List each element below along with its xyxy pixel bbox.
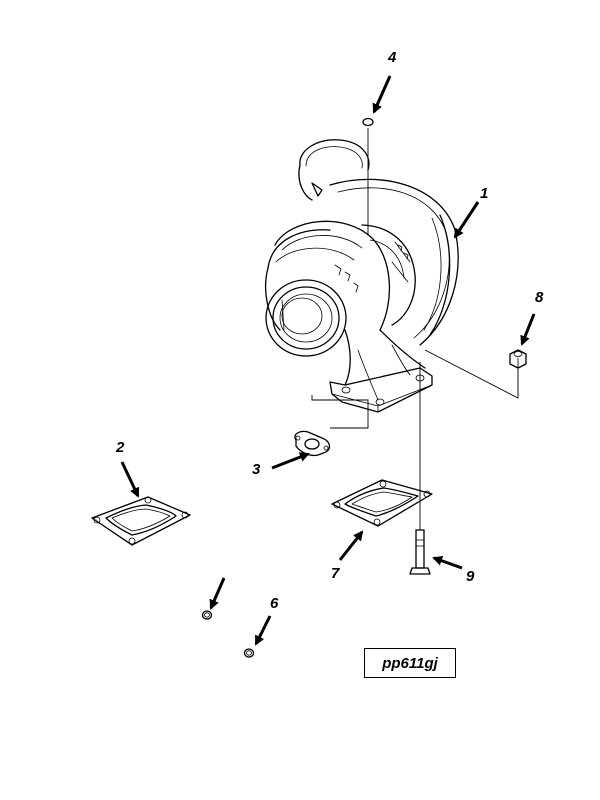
nut-part-8 xyxy=(509,349,527,369)
arrow-5 xyxy=(209,577,226,610)
arrow-6 xyxy=(254,615,272,646)
gasket-part-3 xyxy=(294,430,331,457)
callout-label-9: 9 xyxy=(466,568,475,585)
callout-label-7: 7 xyxy=(331,565,340,582)
turbocharger-part-1 xyxy=(265,139,459,413)
gasket-part-7 xyxy=(331,479,433,527)
arrow-2 xyxy=(120,461,140,498)
o-ring-part-6 xyxy=(243,648,255,658)
arrow-4 xyxy=(372,75,392,114)
gasket-part-2 xyxy=(91,496,191,546)
o-ring-part-4 xyxy=(362,117,374,127)
arrow-1 xyxy=(453,201,480,239)
reference-code-text: pp611gj xyxy=(382,654,438,672)
callout-labels: 1 2 3 4 6 7 8 9 xyxy=(115,49,544,612)
callout-arrows xyxy=(120,75,536,646)
stud-part-9 xyxy=(409,529,431,575)
callout-label-1: 1 xyxy=(480,185,488,202)
figure-reference-code: pp611gj xyxy=(364,648,456,678)
callout-label-4: 4 xyxy=(387,49,397,66)
callout-label-2: 2 xyxy=(115,439,125,456)
callout-label-8: 8 xyxy=(535,289,544,306)
o-ring-part-5 xyxy=(201,610,213,620)
arrow-7 xyxy=(338,530,364,561)
callout-label-3: 3 xyxy=(252,461,261,478)
arrow-8 xyxy=(520,313,536,346)
arrow-3 xyxy=(271,452,310,470)
arrow-9 xyxy=(432,555,463,570)
callout-label-6: 6 xyxy=(270,595,279,612)
